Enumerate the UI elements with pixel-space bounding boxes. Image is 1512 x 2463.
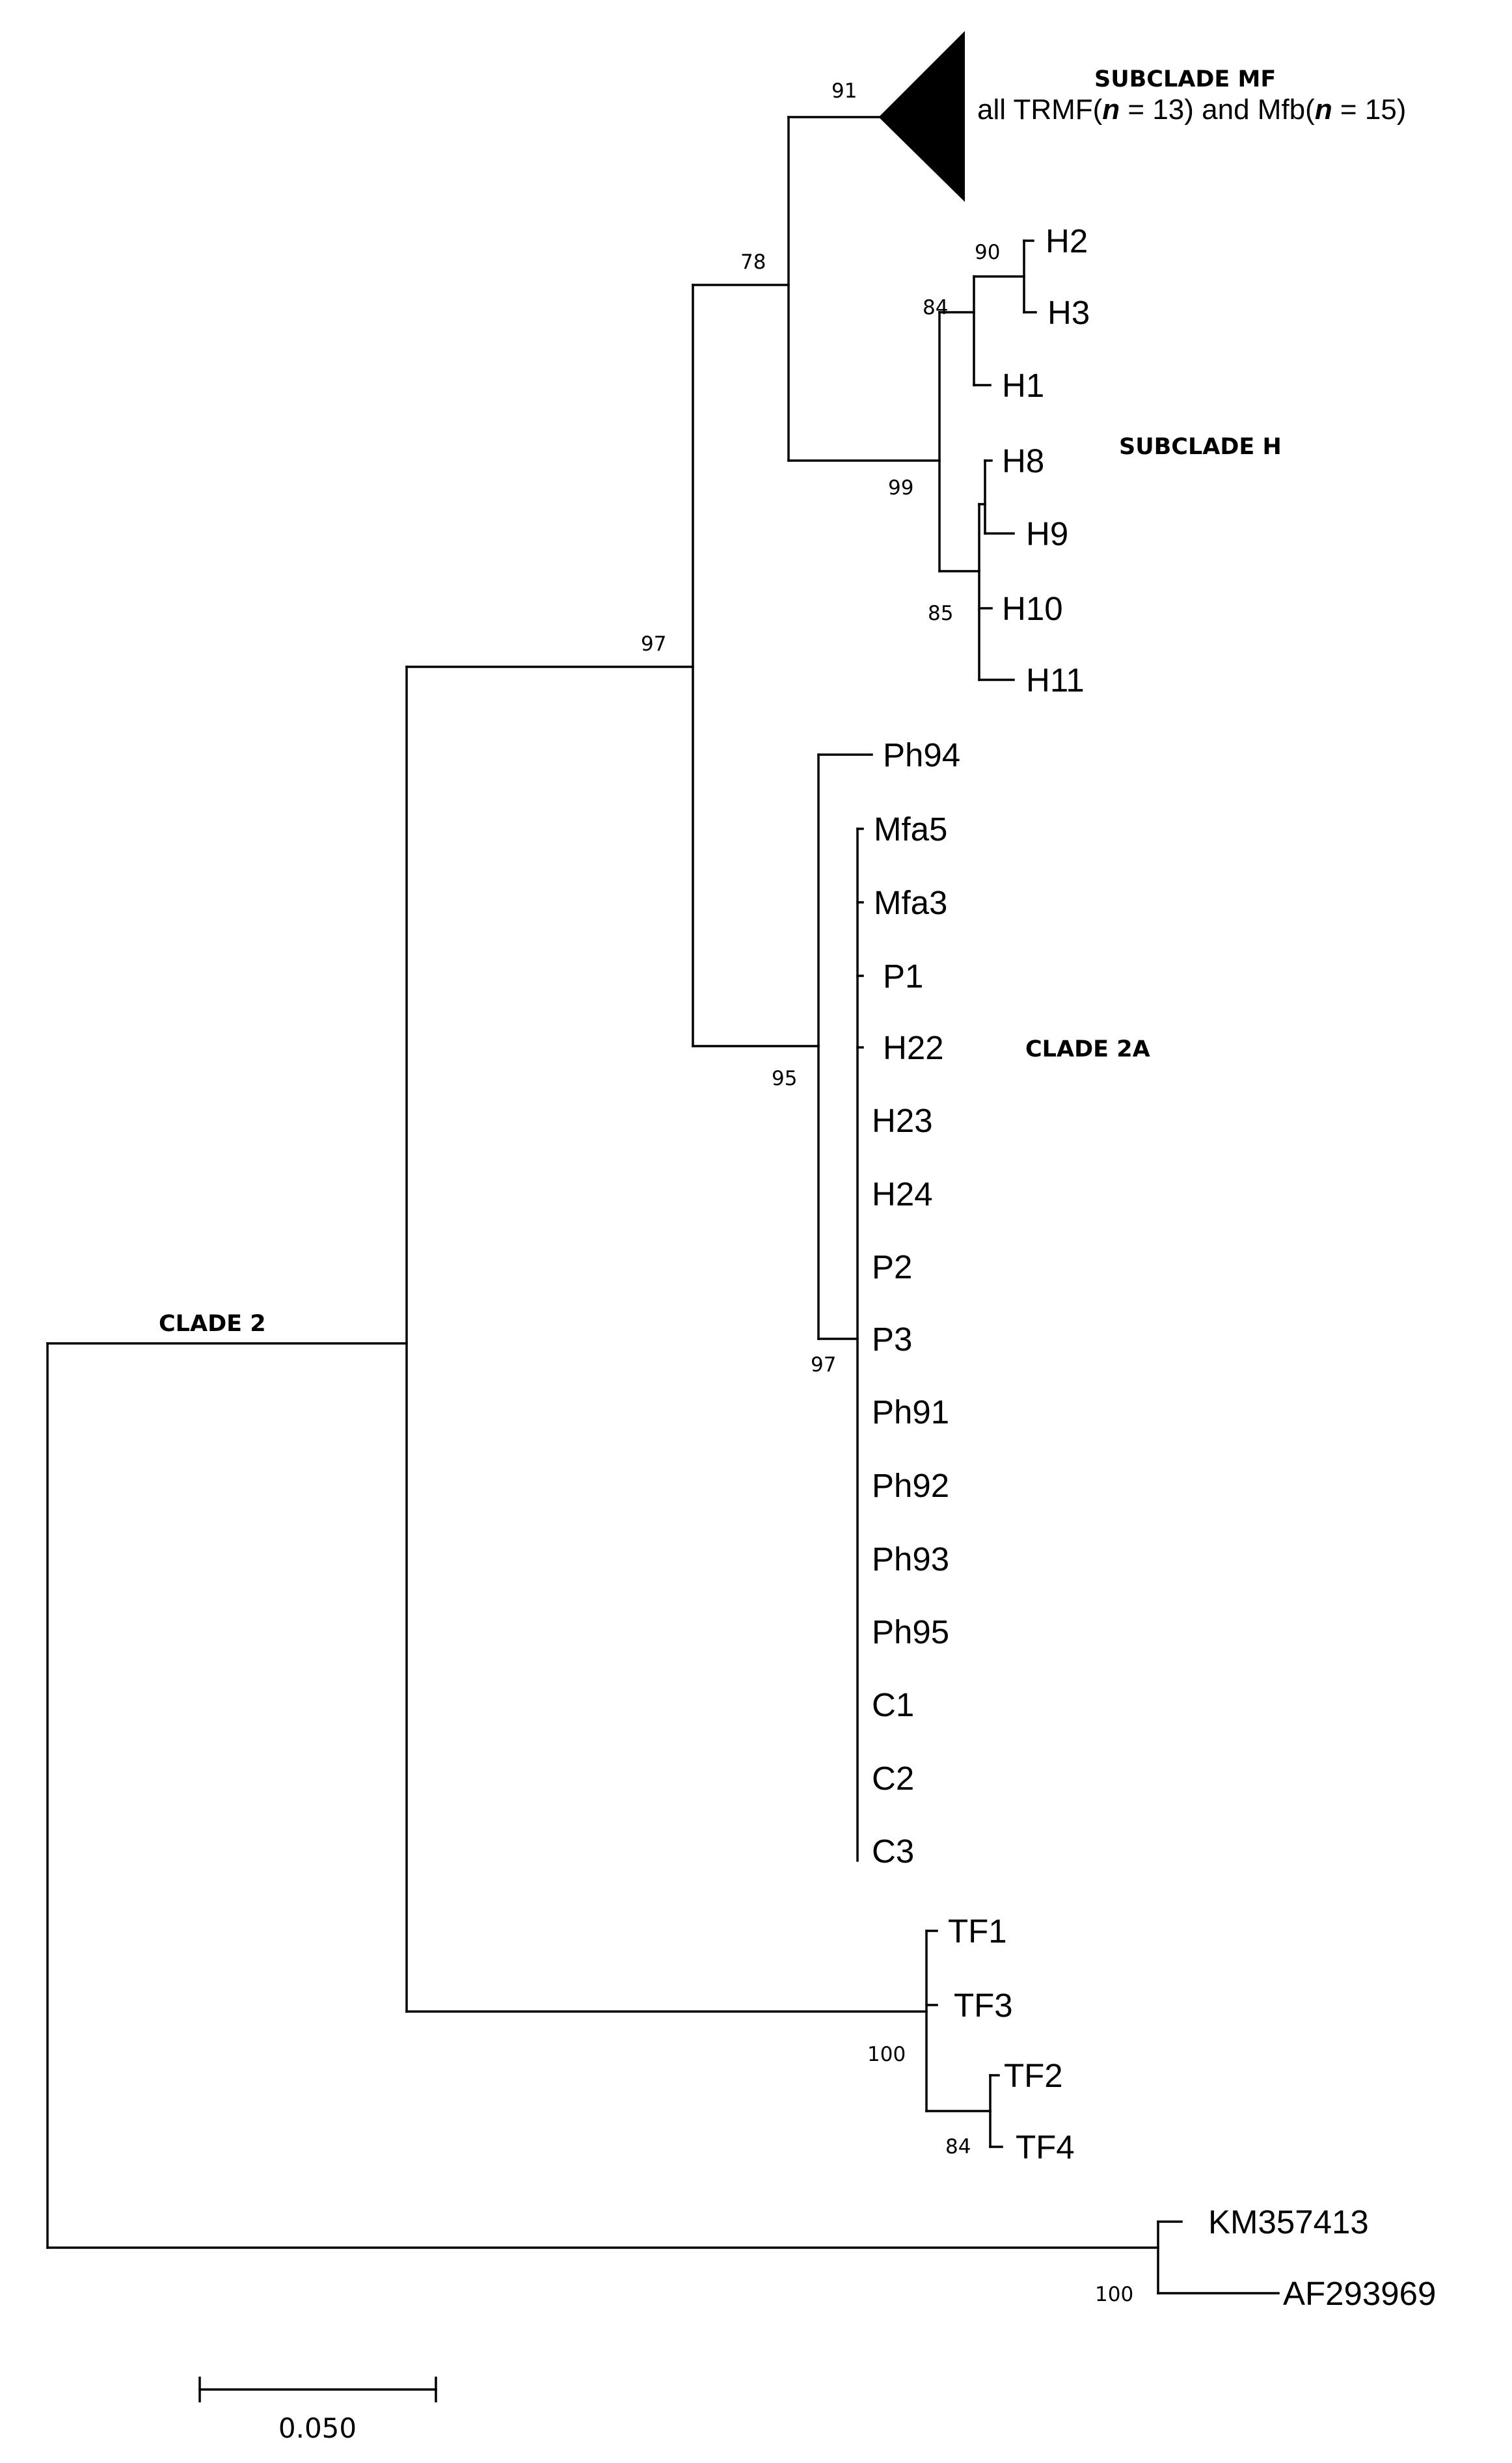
- bootstrap-h8-h11: 85: [928, 602, 953, 625]
- tree-branches: [46, 31, 1280, 2295]
- leaf-mfa3: Mfa3: [874, 884, 947, 921]
- leaf-ph92: Ph92: [872, 1467, 949, 1504]
- leaf-af293969: AF293969: [1283, 2275, 1436, 2312]
- leaf-h22: H22: [883, 1029, 944, 1066]
- bootstrap-tf2-tf4: 84: [945, 2135, 971, 2159]
- leaf-tf3: TF3: [954, 1987, 1013, 2024]
- bootstrap-h2-h3: 90: [975, 241, 1000, 264]
- note-mid: and Mfb: [1194, 94, 1305, 126]
- leaf-ph94: Ph94: [883, 736, 960, 774]
- leaf-c1: C1: [872, 1686, 914, 1723]
- leaf-h24: H24: [872, 1176, 933, 1213]
- subclade-mf-triangle: [878, 31, 965, 202]
- note-rest-1: = 13): [1120, 94, 1194, 126]
- bootstrap-values: 91 78 90 84 99 85 97 95 97 100 84 100: [641, 79, 1133, 2306]
- leaf-h8: H8: [1002, 442, 1044, 479]
- bootstrap-node-97-top: 97: [641, 632, 666, 656]
- subclade-mf-note: all TRMF(n = 13) and Mfb(n = 15): [977, 94, 1406, 126]
- leaf-km357413: KM357413: [1208, 2203, 1369, 2241]
- leaf-p1: P1: [883, 958, 923, 995]
- leaf-c3: C3: [872, 1833, 914, 1870]
- leaf-mfa5: Mfa5: [874, 811, 947, 848]
- note-rest-2: = 15): [1332, 94, 1407, 126]
- scale-bar-label: 0.050: [278, 2412, 357, 2444]
- leaf-h10: H10: [1002, 590, 1063, 627]
- leaf-h9: H9: [1026, 515, 1068, 552]
- leaf-ph93: Ph93: [872, 1541, 949, 1578]
- leaf-h3: H3: [1047, 294, 1090, 331]
- leaf-p3: P3: [872, 1321, 912, 1358]
- clade-2a-label: CLADE 2A: [1025, 1036, 1150, 1062]
- bootstrap-outgroup: 100: [1095, 2283, 1133, 2306]
- note-var-1: n: [1102, 94, 1120, 126]
- bootstrap-polytomy: 97: [811, 1353, 836, 1377]
- bootstrap-subclade-mf: 91: [831, 79, 857, 103]
- note-open-1: (: [1093, 94, 1103, 126]
- leaf-tf2: TF2: [1004, 2057, 1063, 2094]
- bootstrap-clade-2a: 95: [772, 1067, 797, 1090]
- bootstrap-subclade-h: 99: [888, 476, 913, 500]
- leaf-tf1: TF1: [948, 1913, 1007, 1950]
- bootstrap-node-78: 78: [740, 250, 766, 274]
- bootstrap-tf-clade: 100: [867, 2043, 906, 2066]
- scale-bar: 0.050: [198, 2376, 437, 2444]
- clade-2-label: CLADE 2: [159, 1311, 266, 1337]
- subclade-mf-label: SUBCLADE MF: [1094, 66, 1276, 92]
- note-open-2: (: [1305, 94, 1315, 126]
- leaf-ph95: Ph95: [872, 1613, 949, 1650]
- leaf-h23: H23: [872, 1102, 933, 1139]
- leaf-h1: H1: [1002, 367, 1044, 404]
- leaf-ph91: Ph91: [872, 1393, 949, 1431]
- leaf-c2: C2: [872, 1760, 914, 1797]
- leaf-h2: H2: [1046, 222, 1088, 260]
- note-var-2: n: [1315, 94, 1332, 126]
- subclade-h-label: SUBCLADE H: [1119, 434, 1282, 460]
- bootstrap-h1-h2-h3: 84: [923, 296, 948, 319]
- leaf-tf4: TF4: [1016, 2129, 1075, 2166]
- leaf-labels: H2 H3 H1 H8 H9 H10 H11 Ph94 Mfa5 Mfa3 P1…: [872, 222, 1436, 2312]
- leaf-h11: H11: [1026, 662, 1085, 699]
- leaf-p2: P2: [872, 1248, 912, 1285]
- note-prefix: all TRMF: [977, 94, 1093, 126]
